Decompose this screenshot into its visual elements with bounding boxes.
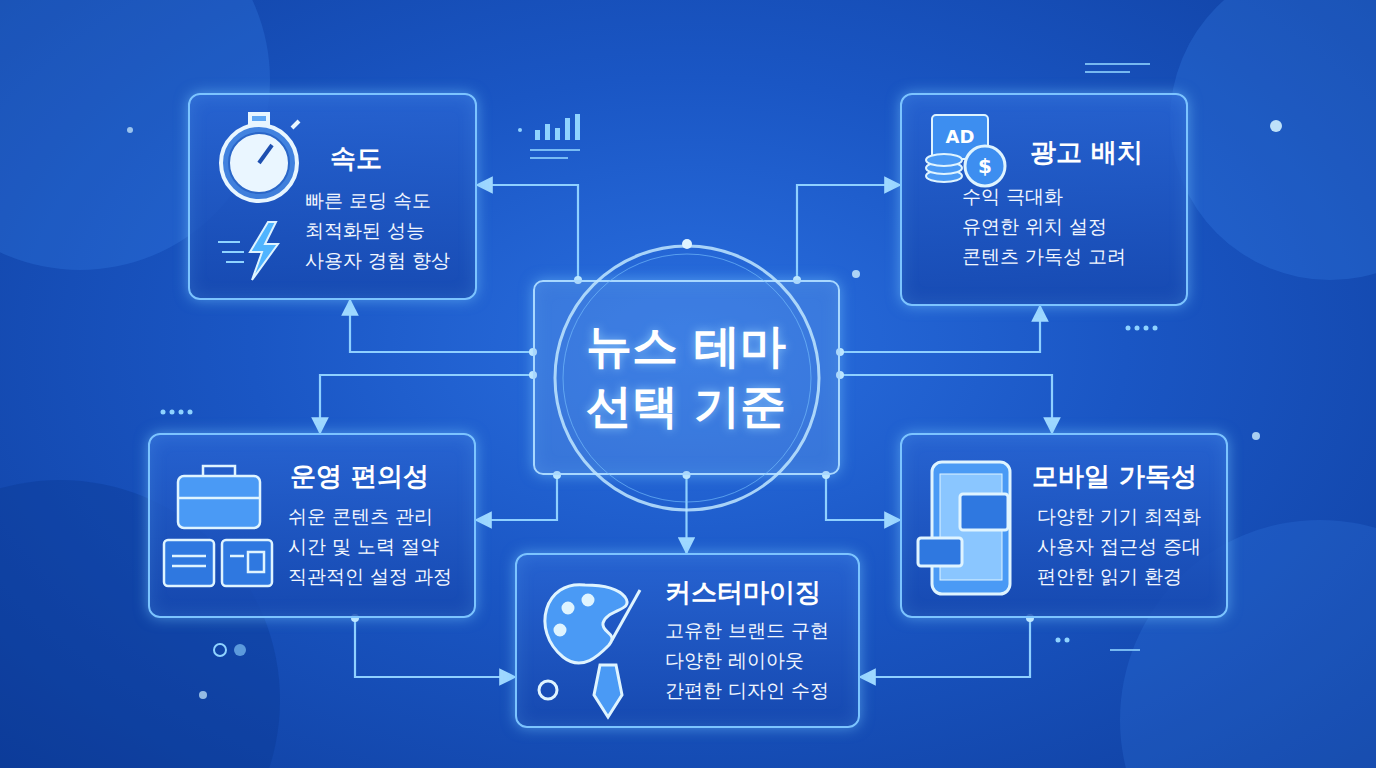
box-bullet: 고유한 브랜드 구현 (665, 615, 829, 645)
box-bullet: 다양한 레이아웃 (665, 645, 804, 675)
stopwatch-icon (221, 114, 299, 201)
center-topic-box: 뉴스 테마 선택 기준 (533, 280, 840, 475)
connector-arrow (477, 185, 578, 280)
box-bullet: 다양한 기기 최적화 (1037, 501, 1201, 531)
box-bullet: 쉬운 콘텐츠 관리 (288, 501, 433, 531)
svg-text:AD: AD (946, 126, 975, 147)
box-heading: 속도 (330, 141, 382, 176)
center-title: 뉴스 테마 선택 기준 (572, 316, 802, 436)
connector-arrow (860, 618, 1030, 677)
box-bullet: 편안한 읽기 환경 (1037, 561, 1182, 591)
svg-text:$: $ (978, 154, 992, 178)
box-bullet: 유연한 위치 설정 (962, 211, 1107, 241)
box-bullet: 직관적인 설정 과정 (288, 561, 452, 591)
phone-icon (918, 462, 1010, 594)
box-heading: 모바일 가독성 (1032, 459, 1197, 494)
connector-arrow (840, 375, 1052, 433)
connector-arrow (355, 618, 515, 677)
connector-arrow (826, 475, 900, 520)
box-bullet: 빠른 로딩 속도 (305, 185, 431, 215)
palette-icon (539, 585, 640, 717)
connector-arrow (350, 300, 533, 352)
speed-box: 속도빠른 로딩 속도최적화된 성능사용자 경험 향상 (188, 93, 477, 300)
box-bullet: 최적화된 성능 (305, 215, 425, 245)
box-bullet: 간편한 디자인 수정 (665, 675, 829, 705)
box-heading: 광고 배치 (1030, 135, 1143, 170)
connector-arrow (476, 475, 557, 520)
toolbox-icon (164, 466, 272, 586)
mobile-box: 모바일 가독성다양한 기기 최적화사용자 접근성 증대편안한 읽기 환경 (900, 433, 1228, 618)
box-bullet: 시간 및 노력 절약 (288, 531, 439, 561)
connector-arrow (797, 185, 900, 280)
ad-coin-icon: AD $ (926, 115, 1005, 186)
box-bullet: 콘텐츠 가독성 고려 (962, 241, 1126, 271)
box-heading: 운영 편의성 (290, 459, 429, 494)
ad-placement-box: 광고 배치수익 극대화유연한 위치 설정콘텐츠 가독성 고려 (900, 93, 1188, 306)
connector-arrow (685, 475, 687, 553)
lightning-icon (250, 222, 278, 280)
box-bullet: 사용자 경험 향상 (305, 245, 450, 275)
operation-box: 운영 편의성쉬운 콘텐츠 관리시간 및 노력 절약직관적인 설정 과정 (148, 433, 476, 618)
connector-arrow (840, 306, 1040, 352)
connector-arrow (320, 375, 533, 433)
box-bullet: 수익 극대화 (962, 181, 1063, 211)
box-heading: 커스터마이징 (665, 575, 821, 610)
box-bullet: 사용자 접근성 증대 (1037, 531, 1201, 561)
customizing-box: 커스터마이징고유한 브랜드 구현다양한 레이아웃간편한 디자인 수정 (515, 553, 860, 728)
